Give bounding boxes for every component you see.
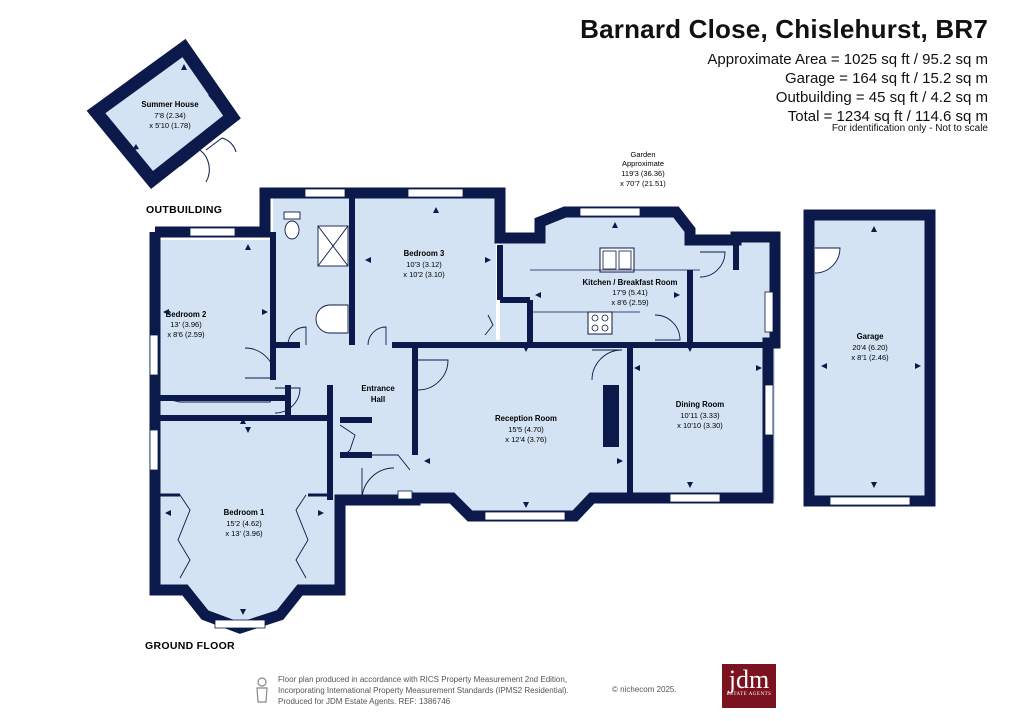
outbuilding-label: OUTBUILDING (146, 204, 222, 216)
bedroom2-dim1: 13' (3.96) (170, 320, 202, 329)
reception-dim1: 15'5 (4.70) (508, 425, 544, 434)
house-floors (155, 195, 775, 628)
kitchen-name: Kitchen / Breakfast Room (583, 278, 678, 287)
nichecom-copyright: © nichecom 2025. (612, 685, 677, 694)
dining-dim2: x 10'10 (3.30) (677, 421, 723, 430)
garden-name: Garden (630, 150, 655, 159)
summer-house-door (179, 149, 210, 183)
footer-disclaimer: Floor plan produced in accordance with R… (278, 674, 569, 707)
reception-name: Reception Room (495, 414, 557, 423)
entrance-hall-name1: Entrance (361, 384, 395, 393)
footer-line2: Incorporating International Property Mea… (278, 686, 569, 695)
windows (149, 188, 774, 629)
garage-name: Garage (857, 332, 885, 341)
garden-dim1: 119'3 (36.36) (621, 169, 665, 178)
garage-dim2: x 8'1 (2.46) (851, 353, 889, 362)
bedroom1-dim2: x 13' (3.96) (225, 529, 263, 538)
area-summary: Approximate Area = 1025 sq ft / 95.2 sq … (707, 50, 988, 126)
jdm-logo: jdm ESTATE AGENTS (722, 664, 776, 708)
garden-approx: Approximate (622, 159, 664, 168)
kitchen-fittings (530, 247, 700, 335)
logo-subtext: ESTATE AGENTS (726, 692, 772, 697)
footer-line1: Floor plan produced in accordance with R… (278, 675, 568, 684)
kitchen-dim1: 17'9 (5.41) (612, 288, 648, 297)
garage-dim1: 20'4 (6.20) (852, 343, 888, 352)
area-approximate: Approximate Area = 1025 sq ft / 95.2 sq … (707, 51, 988, 68)
bedroom3-dim1: 10'3 (3.12) (406, 260, 442, 269)
dining-name: Dining Room (676, 400, 725, 409)
summer-house-walls (86, 38, 241, 190)
bedroom3-name: Bedroom 3 (404, 249, 445, 258)
entrance-hall-name2: Hall (371, 395, 385, 404)
bedroom1-name: Bedroom 1 (224, 508, 265, 517)
dining-dim1: 10'11 (3.33) (680, 411, 720, 420)
page-title: Barnard Close, Chislehurst, BR7 (580, 14, 988, 44)
reception-dim2: x 12'4 (3.76) (505, 435, 547, 444)
bedroom2-name: Bedroom 2 (166, 310, 207, 319)
identification-note: For identification only - Not to scale (831, 123, 988, 134)
summer-house-name: Summer House (141, 100, 199, 109)
garage-block: Garage 20'4 (6.20) x 8'1 (2.46) (803, 209, 936, 507)
summer-house-door-2 (205, 137, 237, 153)
summer-house-dim1: 7'8 (2.34) (154, 111, 186, 120)
area-total: Total = 1234 sq ft / 114.6 sq m (787, 108, 988, 125)
door-swings (244, 251, 726, 501)
footer-line3: Produced for JDM Estate Agents. REF: 138… (278, 697, 451, 706)
person-scale-icon (256, 677, 268, 703)
logo-text: jdm (728, 665, 770, 694)
bedroom3-dim2: x 10'2 (3.10) (403, 270, 445, 279)
ground-floor-label: GROUND FLOOR (145, 640, 235, 652)
bathroom-fittings (283, 211, 349, 334)
bedroom1-dim1: 15'2 (4.62) (226, 519, 262, 528)
bedroom2-dim2: x 8'6 (2.59) (167, 330, 205, 339)
fireplace (603, 385, 619, 447)
garden-dim2: x 70'7 (21.51) (620, 179, 666, 188)
area-outbuilding: Outbuilding = 45 sq ft / 4.2 sq m (775, 89, 988, 106)
dimension-arrows (132, 64, 921, 615)
wardrobes (161, 314, 494, 579)
area-garage: Garage = 164 sq ft / 15.2 sq m (784, 70, 988, 87)
summer-house-dim2: x 5'10 (1.78) (149, 121, 191, 130)
kitchen-dim2: x 8'6 (2.59) (611, 298, 649, 307)
summer-house-block: Summer House 7'8 (2.34) x 5'10 (1.78) (86, 38, 241, 190)
